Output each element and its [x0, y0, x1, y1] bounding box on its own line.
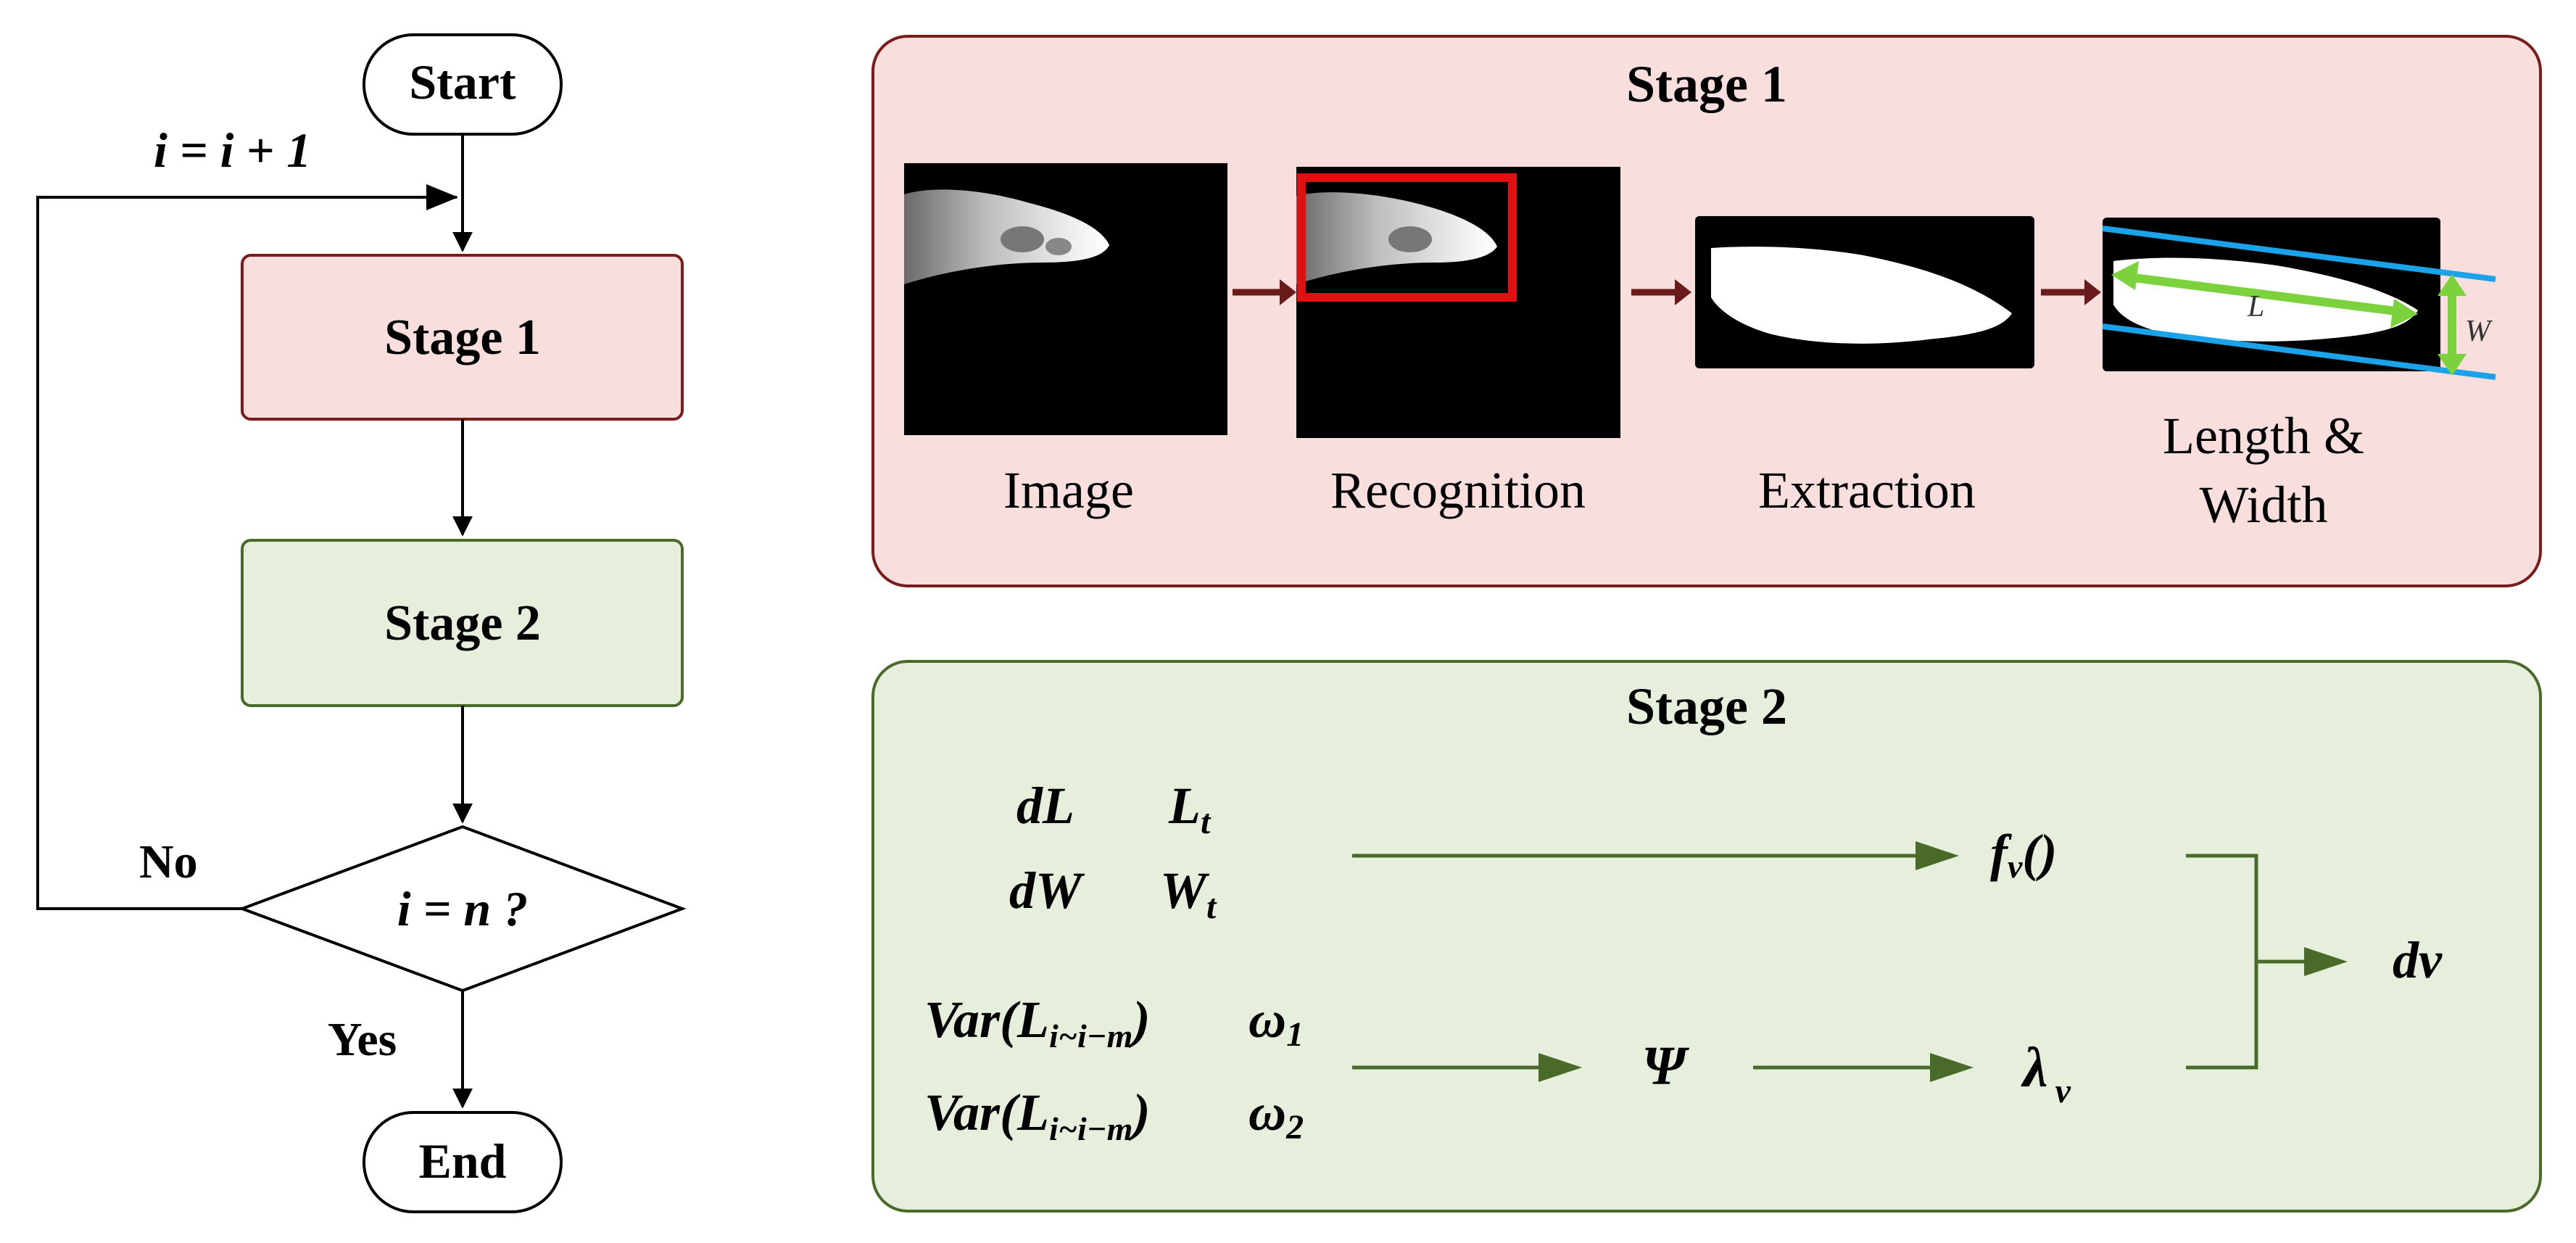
stage2-panel-title: Stage 2 [1626, 677, 1787, 735]
input-var-L-1: Var(Li~i−m) [924, 991, 1150, 1054]
extraction-image [1695, 216, 2034, 368]
stage2-node-label: Stage 2 [384, 595, 541, 651]
input-dW: dW [1009, 862, 1085, 920]
length-arrow [2127, 273, 2402, 316]
arrow-inputs-fv-head [1916, 841, 1959, 870]
step-recognition-label: Recognition [1330, 461, 1586, 519]
measurement-image: L W [2102, 218, 2496, 380]
start-node: Start [363, 33, 563, 136]
stage1-panel-title: Stage 1 [1626, 55, 1787, 113]
recognition-image [1296, 167, 1620, 438]
stage1-node: Stage 1 [241, 254, 684, 421]
step-extraction-label: Extraction [1758, 461, 1976, 519]
arrow-psi-lambda-head [1930, 1053, 1974, 1082]
fv-function: fv() [1990, 824, 2057, 885]
input-dL: dL [1016, 777, 1074, 835]
no-label: No [139, 835, 198, 888]
output-dv: dv [2393, 931, 2443, 989]
arrow-recognition-extraction-head [1675, 279, 1691, 305]
decision-label: i = n ? [397, 881, 528, 936]
increment-label: i = i + 1 [154, 123, 311, 178]
loop-arrowhead [426, 184, 458, 210]
recognition-box [1297, 173, 1517, 302]
width-symbol: W [2465, 315, 2493, 348]
decision-node: i = n ? [238, 825, 687, 993]
end-label: End [419, 1133, 507, 1189]
raw-image [904, 163, 1227, 435]
input-Wt: Wt [1160, 862, 1217, 926]
step-length-label: Length & [2163, 407, 2364, 465]
stage2-panel: Stage 2 dL Lt dW Wt Var(Li~i−m) ω1 Var(L… [871, 660, 2542, 1213]
step-width-label: Width [2199, 476, 2327, 534]
input-omega-2: ω2 [1248, 1083, 1304, 1147]
length-symbol: L [2247, 290, 2264, 323]
arrow-extraction-measure-head [2084, 279, 2101, 305]
inputs-bottom: Var(Li~i−m) ω1 Var(Li~i−m) ω2 [924, 991, 1304, 1147]
arrow-inputs-psi-head [1538, 1053, 1582, 1082]
start-label: Start [409, 54, 516, 110]
stage1-panel: Stage 1 Image Recognition Extraction [871, 35, 2542, 587]
input-omega-1: ω1 [1248, 991, 1304, 1054]
arrow-image-recognition-head [1280, 279, 1296, 305]
input-Lt: Lt [1168, 777, 1212, 841]
step-image-label: Image [1003, 461, 1134, 519]
inputs-top: dL Lt dW Wt [1009, 777, 1217, 926]
yes-label: Yes [328, 1013, 397, 1066]
input-var-L-2: Var(Li~i−m) [924, 1083, 1150, 1147]
measure-top-line [2102, 226, 2496, 282]
end-node: End [363, 1111, 563, 1213]
psi-symbol: Ψ [1642, 1036, 1690, 1097]
loop-back-line [36, 196, 457, 910]
stage1-node-label: Stage 1 [384, 310, 541, 366]
measure-bottom-line [2102, 323, 2496, 380]
arrow-merge-output-head [2304, 947, 2348, 976]
flowchart: Start i = i + 1 Stage 1 Stage 2 i = n ? … [36, 33, 687, 1213]
stage2-node: Stage 2 [241, 539, 684, 707]
